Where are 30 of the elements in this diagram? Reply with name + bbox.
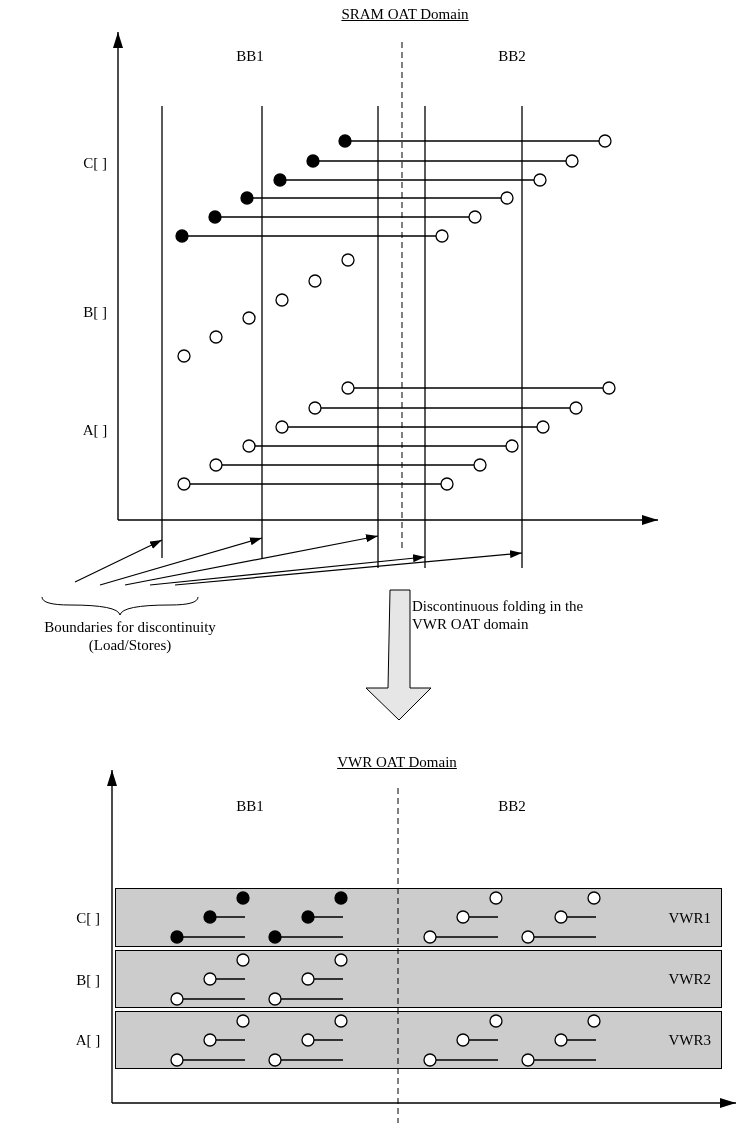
leader-arrow bbox=[99, 537, 263, 586]
leader-arrow bbox=[74, 539, 163, 583]
block-label: BB2 bbox=[498, 47, 526, 65]
register-label: VWR3 bbox=[668, 1031, 711, 1049]
register-label: VWR1 bbox=[668, 909, 711, 926]
register-row bbox=[115, 1011, 722, 1069]
leader-arrow bbox=[149, 554, 426, 586]
boundary-line bbox=[161, 105, 163, 559]
register-row bbox=[115, 950, 722, 1008]
block-label: BB1 bbox=[236, 47, 264, 65]
chart-title: SRAM OAT Domain bbox=[341, 5, 469, 23]
boundary-line bbox=[261, 105, 263, 559]
block-label: BB2 bbox=[498, 797, 526, 815]
boundary-line bbox=[521, 105, 523, 569]
array-label: B[ ] bbox=[76, 971, 100, 989]
array-label: C[ ] bbox=[83, 154, 107, 172]
array-label: C[ ] bbox=[76, 909, 100, 927]
register-row bbox=[115, 888, 722, 947]
leader-arrow bbox=[174, 550, 523, 586]
array-label: A[ ] bbox=[82, 421, 108, 439]
transition-note: Discontinuous folding in the VWR OAT domain bbox=[412, 597, 585, 633]
annotation-text: Boundaries for discontinuity (Load/Stores) bbox=[10, 618, 250, 654]
boundary-line bbox=[424, 105, 426, 569]
block-label: BB1 bbox=[236, 797, 264, 815]
chart-title: VWR OAT Domain bbox=[337, 753, 457, 771]
array-label: A[ ] bbox=[75, 1031, 101, 1049]
boundary-line bbox=[377, 105, 379, 569]
register-label: VWR2 bbox=[668, 970, 711, 988]
array-label: B[ ] bbox=[83, 303, 107, 321]
leader-arrow bbox=[124, 534, 379, 586]
